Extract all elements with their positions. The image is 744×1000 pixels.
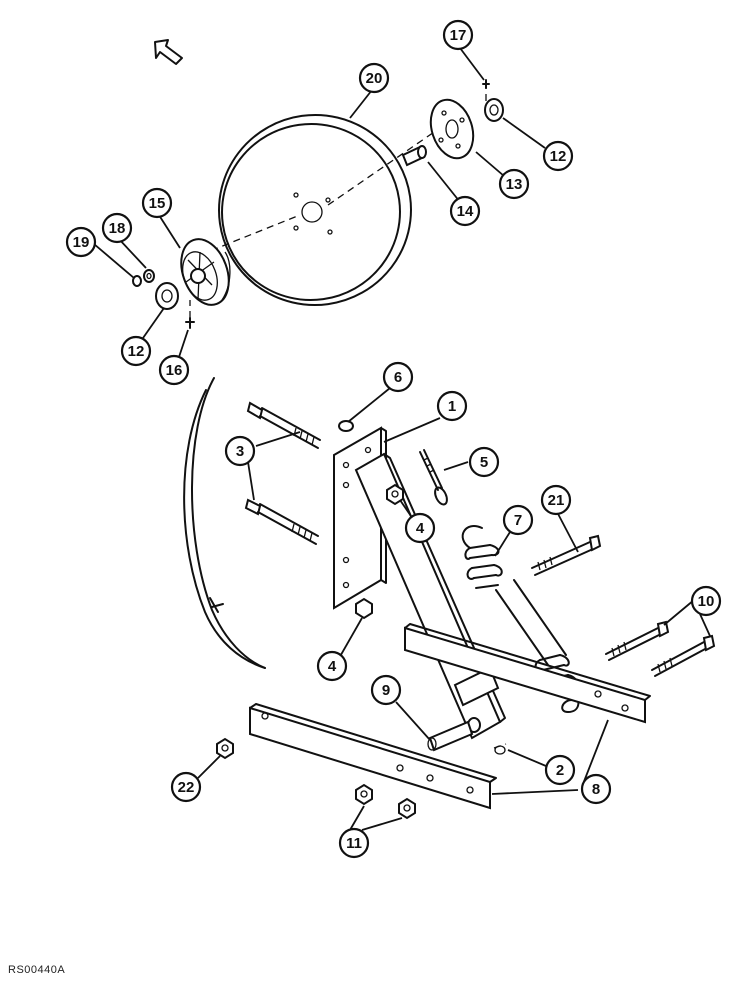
callout-16: 16 xyxy=(158,354,190,386)
svg-text:5: 5 xyxy=(480,454,488,471)
bolt-10-upper xyxy=(605,620,670,661)
svg-text:15: 15 xyxy=(149,195,166,212)
svg-text:8: 8 xyxy=(592,781,600,798)
callout-15: 15 xyxy=(141,187,173,219)
callout-13: 13 xyxy=(498,168,530,200)
callout-6: 6 xyxy=(382,361,414,393)
hub xyxy=(180,238,231,306)
svg-text:1: 1 xyxy=(448,398,456,415)
scraper-blade xyxy=(183,377,266,669)
callout-19: 19 xyxy=(65,226,97,258)
leader-lines xyxy=(93,47,711,831)
svg-text:12: 12 xyxy=(550,148,567,165)
disc-blade xyxy=(218,113,412,307)
callout-10: 10 xyxy=(690,585,722,617)
callout-4-upper: 4 xyxy=(404,512,436,544)
bolt-21 xyxy=(531,534,602,576)
lock-nut-2 xyxy=(493,743,507,755)
callout-22: 22 xyxy=(170,771,202,803)
callout-20: 20 xyxy=(358,62,390,94)
nut-19 xyxy=(132,275,142,287)
svg-text:17: 17 xyxy=(450,27,467,44)
svg-text:21: 21 xyxy=(548,492,565,509)
svg-text:18: 18 xyxy=(109,220,126,237)
callout-14: 14 xyxy=(449,195,481,227)
callout-12-lower: 12 xyxy=(120,335,152,367)
callout-4-lower: 4 xyxy=(316,650,348,682)
svg-text:6: 6 xyxy=(394,369,402,386)
spring-plate xyxy=(404,623,651,724)
svg-text:22: 22 xyxy=(178,779,195,796)
svg-text:11: 11 xyxy=(346,835,362,852)
nut-4-upper xyxy=(386,483,404,506)
pivot-pin xyxy=(427,720,474,752)
callout-7: 7 xyxy=(502,504,534,536)
svg-text:14: 14 xyxy=(457,203,474,220)
svg-text:12: 12 xyxy=(128,343,145,360)
callout-18: 18 xyxy=(101,212,133,244)
callout-17: 17 xyxy=(442,19,474,51)
direction-arrow-icon xyxy=(154,39,183,65)
svg-text:3: 3 xyxy=(236,443,244,460)
svg-text:19: 19 xyxy=(73,234,90,251)
callout-5: 5 xyxy=(468,446,500,478)
bearing-lower xyxy=(155,282,179,310)
svg-text:20: 20 xyxy=(366,70,383,87)
callout-2: 2 xyxy=(544,754,576,786)
grease-fitting-lower xyxy=(185,317,195,329)
svg-text:4: 4 xyxy=(416,520,425,537)
svg-text:7: 7 xyxy=(514,512,522,529)
svg-text:4: 4 xyxy=(328,658,337,675)
callout-8: 8 xyxy=(580,773,612,805)
nut-11-left xyxy=(355,783,373,806)
nut-22 xyxy=(216,737,234,760)
callout-12-upper: 12 xyxy=(542,140,574,172)
mounting-plate xyxy=(249,703,497,810)
nut-11-right xyxy=(398,797,416,820)
svg-text:13: 13 xyxy=(506,176,523,193)
svg-text:10: 10 xyxy=(698,593,715,610)
callout-11: 11 xyxy=(338,827,370,859)
figure-code: RS00440A xyxy=(8,964,66,976)
callout-3: 3 xyxy=(224,435,256,467)
spacer xyxy=(401,145,427,167)
svg-text:2: 2 xyxy=(556,762,564,779)
washer xyxy=(143,269,155,283)
callout-1: 1 xyxy=(436,390,468,422)
bolt-upper xyxy=(246,401,321,449)
bearing-upper xyxy=(484,98,504,122)
callout-9: 9 xyxy=(370,674,402,706)
svg-text:16: 16 xyxy=(166,362,183,379)
nut-4-lower xyxy=(355,597,373,620)
grease-fitting-upper xyxy=(482,79,490,89)
pin-6 xyxy=(338,420,354,432)
svg-text:9: 9 xyxy=(382,682,390,699)
bolt-lower xyxy=(244,498,319,545)
bolt-10-lower xyxy=(651,634,716,677)
eye-bolt xyxy=(419,449,448,506)
hub-plate xyxy=(429,98,475,160)
callout-21: 21 xyxy=(540,484,572,516)
